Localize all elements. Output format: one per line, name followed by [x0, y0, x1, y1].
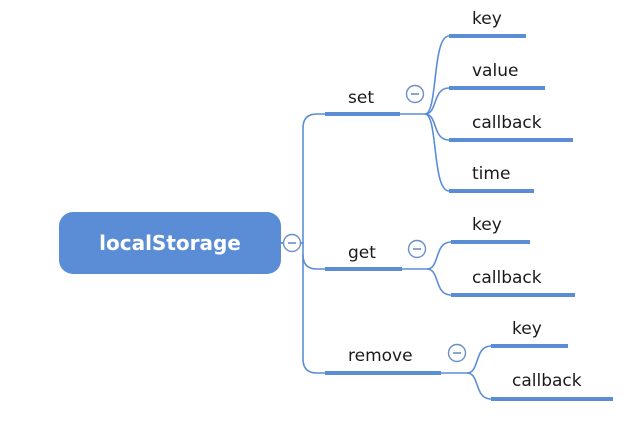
leaf-node-remove-callback[interactable]: callback: [491, 371, 613, 401]
leaf-label: callback: [472, 113, 542, 133]
root-node-label: localStorage: [99, 231, 241, 255]
connector-root-to-remove: [302, 255, 325, 374]
connector-set-to-time: [424, 113, 450, 192]
get-connectors: [402, 241, 452, 296]
leaf-label: callback: [512, 371, 582, 391]
leaf-node-set-key[interactable]: key: [449, 9, 526, 38]
collapse-toggle-set[interactable]: [405, 84, 425, 104]
branch-node-remove[interactable]: remove: [325, 346, 441, 375]
connector-remove-to-callback: [466, 372, 492, 400]
branch-label-set: set: [348, 88, 374, 108]
connector-set-to-value: [424, 87, 450, 115]
leaf-label: callback: [472, 268, 542, 288]
leaf-node-set-callback[interactable]: callback: [449, 113, 573, 142]
branch-node-set[interactable]: set: [325, 88, 400, 116]
branch-label-remove: remove: [348, 346, 413, 366]
connector-set-to-key: [400, 35, 450, 115]
leaf-node-get-callback[interactable]: callback: [451, 268, 575, 297]
collapse-toggle-remove[interactable]: [447, 343, 467, 363]
leaf-label: time: [472, 164, 510, 184]
leaf-label: key: [472, 9, 502, 29]
collapse-toggle-root[interactable]: [282, 233, 302, 253]
root-connectors: [281, 113, 325, 374]
branch-label-get: get: [348, 243, 376, 263]
connector-root-to-set: [281, 113, 325, 244]
branch-node-get[interactable]: get: [325, 243, 402, 271]
leaf-node-set-time[interactable]: time: [449, 164, 534, 193]
leaf-label: key: [472, 215, 502, 235]
leaf-node-set-value[interactable]: value: [449, 61, 545, 90]
leaf-node-remove-key[interactable]: key: [491, 319, 568, 348]
remove-connectors: [441, 345, 492, 400]
root-node[interactable]: localStorage: [59, 212, 281, 274]
leaf-node-get-key[interactable]: key: [451, 215, 530, 244]
set-connectors: [400, 35, 450, 192]
collapse-toggle-get[interactable]: [407, 239, 427, 259]
leaf-label: key: [512, 319, 542, 339]
leaf-label: value: [472, 61, 518, 81]
root-node-box: [59, 212, 281, 274]
connector-get-to-callback: [426, 268, 452, 296]
